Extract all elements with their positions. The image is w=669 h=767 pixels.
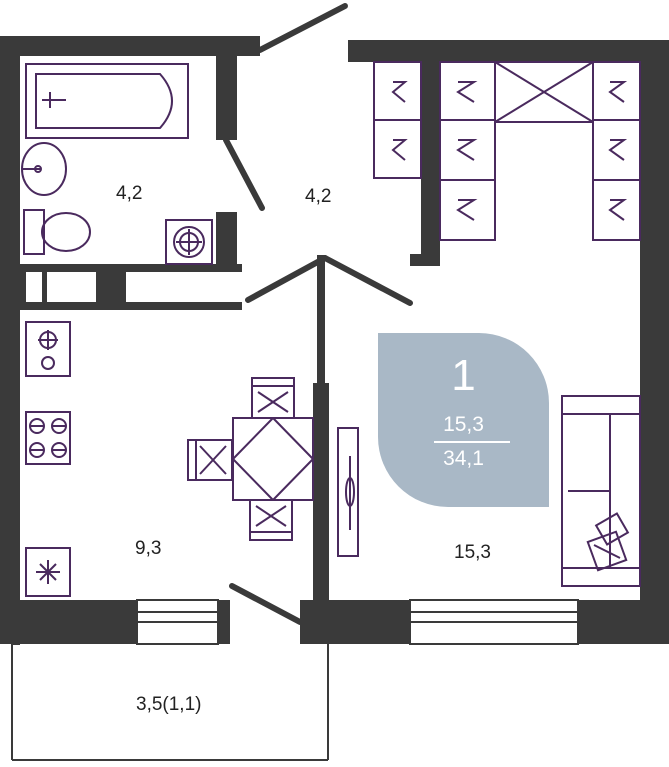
sofa-icon — [561, 395, 641, 587]
toilet-icon — [23, 209, 91, 255]
balcony-door — [229, 583, 303, 625]
apartment-summary-badge: 1 15,3 34,1 — [378, 333, 549, 507]
windows — [136, 599, 579, 645]
fridge-icon — [25, 547, 71, 597]
washing-machine-icon — [165, 219, 213, 265]
doors — [223, 3, 413, 625]
pillow-icon — [586, 512, 630, 572]
entrance-door — [257, 3, 348, 53]
bathroom-door — [223, 137, 265, 211]
badge-total-area: 34,1 — [443, 447, 484, 470]
balcony-area-label: 3,5(1,1) — [136, 694, 202, 715]
stove-icon — [25, 321, 71, 465]
wardrobe-icon — [373, 61, 641, 241]
hallway-area-label: 4,2 — [305, 186, 332, 207]
balcony-outline — [11, 643, 329, 761]
tv-stand-icon — [337, 427, 359, 557]
living-door — [322, 255, 413, 306]
badge-living-area: 15,3 — [443, 413, 484, 436]
kitchen-door — [245, 255, 328, 303]
badge-divider — [434, 441, 510, 443]
living-area-label: 15,3 — [454, 542, 491, 563]
bathtub-icon — [25, 63, 189, 139]
walls — [0, 36, 669, 644]
sink-icon — [21, 142, 67, 196]
room-count: 1 — [451, 351, 476, 400]
kitchen-area-label: 9,3 — [135, 538, 162, 559]
dining-table-icon — [232, 417, 314, 501]
chair-icon — [187, 377, 295, 541]
bathroom-area-label: 4,2 — [116, 183, 143, 204]
